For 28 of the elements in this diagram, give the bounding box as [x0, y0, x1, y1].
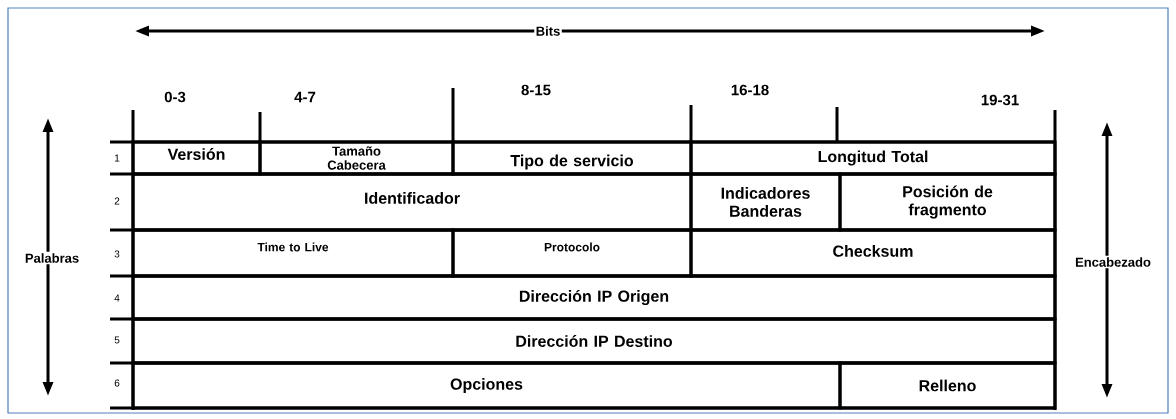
table-cell: Identificador: [131, 172, 693, 232]
axis-label: Palabras: [23, 251, 81, 265]
axis-label: Encabezado: [1073, 255, 1153, 269]
bit-range: 0-3: [162, 90, 188, 104]
table-cell: Tipo de servicio: [451, 140, 693, 176]
row-number: 1: [112, 153, 122, 163]
axis-label: Bits: [534, 24, 562, 38]
table-cell: Dirección IP Destino: [131, 317, 1057, 365]
row-number: 4: [112, 293, 122, 303]
table-cell: Protocolo: [451, 228, 693, 278]
row-number: 5: [112, 335, 122, 345]
table-cell: Longitud Total: [689, 140, 1057, 176]
table-cell: Checksum: [689, 228, 1057, 278]
table-cell: Opciones: [131, 361, 842, 410]
bit-range: 4-7: [292, 90, 318, 104]
table-cell: Indicadores Banderas: [689, 172, 842, 232]
table-cell: Tamaño Cabecera: [258, 140, 455, 176]
row-number: 6: [112, 377, 122, 389]
bit-range: 19-31: [979, 93, 1021, 107]
bit-range: 16-18: [729, 83, 771, 97]
table-cell: Time to Live: [131, 228, 455, 278]
row-number: 3: [112, 248, 122, 260]
row-number: 2: [112, 196, 122, 206]
table-cell: Dirección IP Origen: [131, 274, 1057, 321]
table-cell: Versión: [131, 140, 262, 176]
table-cell: Relleno: [838, 361, 1057, 410]
table-cell: Posición de fragmento: [838, 172, 1057, 232]
bit-range: 8-15: [519, 83, 553, 97]
